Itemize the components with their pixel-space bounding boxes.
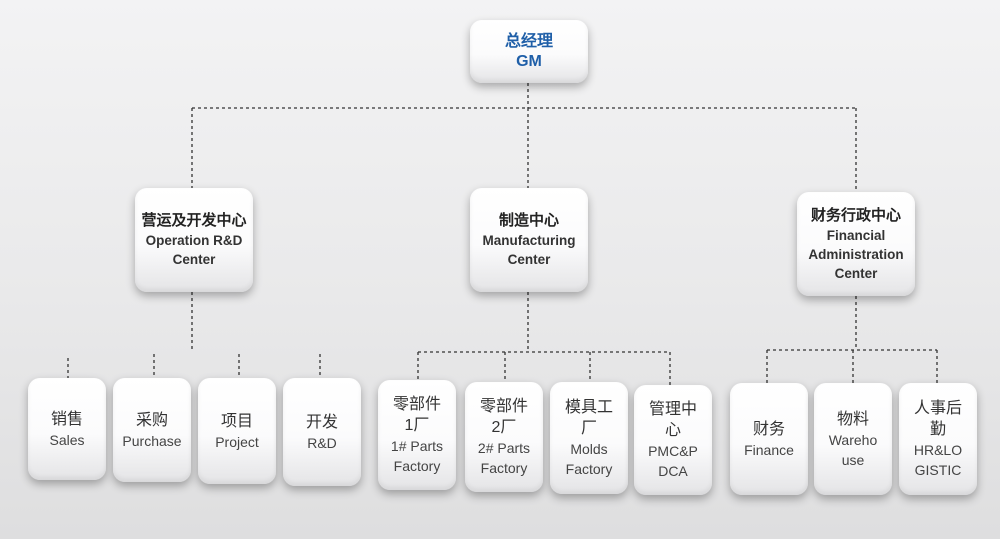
dept-rd: 开发 R&D (283, 378, 361, 486)
center-label-en: Manufacturing Center (482, 233, 576, 267)
center-finance-admin: 财务行政中心 Financial Administration Center (797, 192, 915, 296)
dept-label-en: R&D (307, 434, 337, 451)
dept-label-en: Project (215, 433, 259, 450)
dept-label-zh: 销售 (50, 410, 83, 428)
gm-box: 总经理 GM (470, 20, 588, 83)
dept-label-zh: 财务 (752, 420, 785, 438)
dept-warehouse: 物料 Wareho use (814, 383, 892, 495)
dept-parts-factory-2: 零部件 2厂 2# Parts Factory (465, 382, 543, 492)
dept-label-en: HR&LO GISTIC (913, 442, 963, 478)
dept-label-zh: 零部件 2厂 (479, 398, 528, 436)
dept-project: 项目 Project (198, 378, 276, 484)
dept-label-zh: 管理中 心 (648, 401, 697, 439)
dept-purchase: 采购 Purchase (113, 378, 191, 482)
center-label-zh: 制造中心 (498, 212, 559, 229)
dept-label-zh: 项目 (220, 412, 253, 430)
center-manufacturing: 制造中心 Manufacturing Center (470, 188, 588, 292)
dept-parts-factory-1: 零部件 1厂 1# Parts Factory (378, 380, 456, 490)
center-operation-rd: 营运及开发中心 Operation R&D Center (135, 188, 253, 292)
dept-management-center: 管理中 心 PMC&P DCA (634, 385, 712, 495)
dept-label-en: 1# Parts Factory (390, 438, 444, 474)
dept-sales: 销售 Sales (28, 378, 106, 480)
center-label-zh: 财务行政中心 (810, 206, 901, 224)
dept-label-en: Purchase (122, 432, 182, 449)
dept-label-en: PMC&P DCA (648, 443, 698, 479)
dept-label-en: Sales (49, 431, 85, 448)
dept-hr-logistic: 人事后 勤 HR&LO GISTIC (899, 383, 977, 495)
center-label-en: Operation R&D Center (145, 233, 243, 267)
gm-title-en: GM (516, 52, 542, 70)
dept-finance: 财务 Finance (730, 383, 808, 495)
dept-label-zh: 采购 (135, 411, 168, 429)
gm-title-zh: 总经理 (504, 32, 553, 50)
dept-label-zh: 物料 (836, 410, 869, 428)
center-label-en: Financial Administration Center (808, 227, 904, 281)
dept-label-en: Molds Factory (565, 441, 613, 477)
dept-label-en: 2# Parts Factory (477, 440, 531, 476)
dept-molds-factory: 模具工 厂 Molds Factory (550, 382, 628, 494)
dept-label-zh: 模具工 厂 (564, 399, 613, 437)
center-label-zh: 营运及开发中心 (141, 212, 247, 229)
dept-label-zh: 零部件 1厂 (392, 396, 441, 434)
dept-label-zh: 开发 (305, 413, 338, 431)
dept-label-en: Wareho use (828, 431, 878, 468)
dept-label-zh: 人事后 勤 (913, 400, 962, 438)
dept-label-en: Finance (744, 441, 794, 458)
